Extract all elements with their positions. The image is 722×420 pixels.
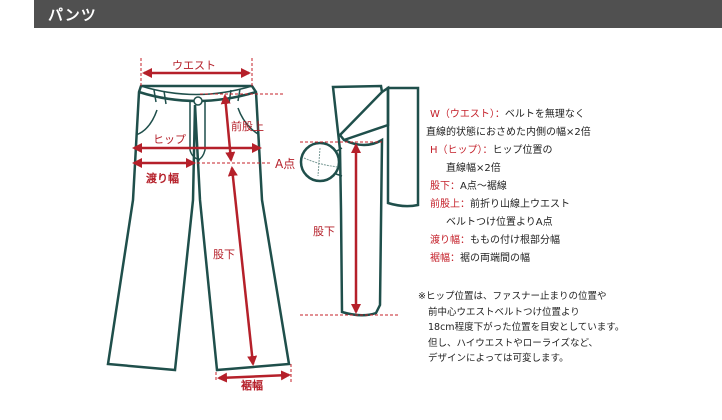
- legend-item: 直線幅×2倍: [446, 163, 501, 174]
- front-rise-arrow: [220, 94, 236, 162]
- legend-item: 渡り幅：ももの付け根部分幅: [430, 235, 560, 246]
- side-pants-outline: [299, 84, 420, 317]
- inseam-arrow: [227, 166, 258, 366]
- button-icon: [193, 96, 203, 106]
- side-inseam-label: 股下: [313, 225, 335, 238]
- a-point-label: A点: [275, 157, 296, 171]
- measurement-legend: W（ウエスト）：ベルトを無理なく 直線的状態におさめた内側の幅×2倍 H（ヒップ…: [426, 106, 591, 268]
- thigh-label: 渡り幅: [146, 172, 179, 185]
- legend-item: 裾幅：裾の両端間の幅: [430, 253, 530, 264]
- legend-item: W（ウエスト）：ベルトを無理なく: [430, 109, 585, 120]
- section-title: パンツ: [48, 6, 97, 24]
- hip-position-note: ※ヒップ位置は、ファスナー止まりの位置や 前中心ウエストベルトつけ位置より 18…: [418, 291, 625, 364]
- legend-item: H（ヒップ）：ヒップ位置の: [430, 145, 553, 156]
- guide-lines: [140, 58, 400, 382]
- inseam-label: 股下: [213, 248, 235, 261]
- legend-item: 前股上：前折り山線上ウエスト: [430, 199, 570, 210]
- front-rise-label: 前股上: [231, 120, 264, 133]
- section-header: パンツ: [34, 0, 722, 28]
- waist-label: ウエスト: [172, 59, 216, 72]
- legend-item: 股下：A点～裾線: [430, 181, 507, 192]
- hem-arrow: [217, 370, 291, 383]
- legend-item: ベルトつけ位置よりA点: [446, 217, 553, 228]
- legend-item: 直線的状態におさめた内側の幅×2倍: [426, 127, 591, 138]
- hip-label: ヒップ: [153, 133, 186, 146]
- hem-label: 裾幅: [241, 379, 263, 392]
